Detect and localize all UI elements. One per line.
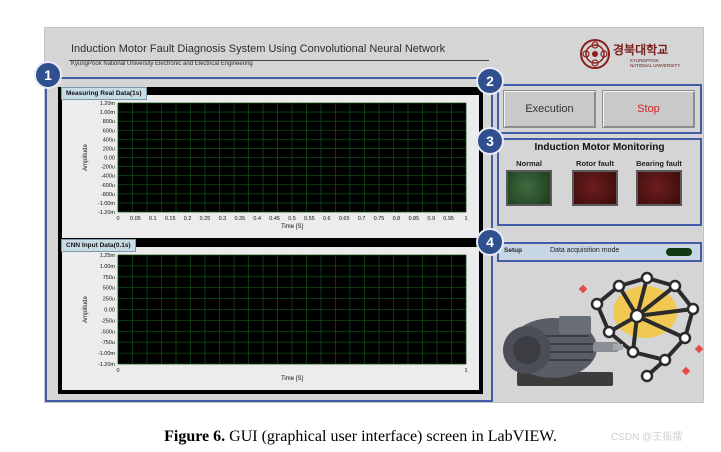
university-seal-icon [580,39,610,69]
measuring-y-tick: -200u [101,165,115,171]
measuring-y-tick: -1.00m [98,201,116,207]
bearing-fault-indicator-label: Bearing fault [636,159,682,168]
cnn-x-tick: 0 [116,368,119,374]
bearing-fault-indicator-led [636,170,682,206]
measuring-x-tick: 0.8 [393,216,401,222]
measuring-x-tick: 0.85 [408,216,419,222]
rotor-fault-indicator-led [572,170,618,206]
measuring-y-tick: 1.00m [100,110,116,116]
cnn-input-graph-plot: 1.25m 1.00m 750u 500u 250u 0.00 -250u -500u -750… [83,253,468,382]
normal-indicator-label: Normal [516,159,542,168]
cnn-y-axis-label: Amplitude [83,296,89,323]
measuring-x-tick: 0.45 [269,216,280,222]
stop-button[interactable]: Stop [602,90,695,128]
cnn-y-tick: -1.00m [98,351,116,357]
university-name-korean: 경북대학교 [613,43,669,57]
measuring-x-axis-label: Time [S] [281,224,303,230]
title-underline [69,60,489,61]
measuring-y-axis-label: Amplitude [83,144,89,171]
measuring-y-tick: 200u [103,146,115,152]
measuring-graph-label: Measuring Real Data(1s) [61,87,147,100]
monitoring-section-frame [497,138,702,226]
setup-bar: Setup Data acquisition mode [500,245,699,259]
measuring-x-tick: 0.9 [427,216,435,222]
measuring-x-tick: 0.5 [288,216,296,222]
motor-neural-network-illustration [503,271,704,386]
figure-caption: Figure 6. GUI (graphical user interface)… [0,428,721,446]
setup-label: Setup [504,247,523,254]
measuring-graph-plot: 1.20m 1.00m 800u 600u 400u 200u 0.00 -200u -400u… [83,101,468,230]
measuring-y-tick: 1.20m [100,101,116,107]
graph-container: 1.20m 1.00m 800u 600u 400u 200u 0.00 -200u -400u… [58,87,483,394]
section-3-badge: 3 [476,127,504,155]
data-acquisition-mode-toggle[interactable] [666,248,692,256]
measuring-x-tick: 0 [116,216,119,222]
cnn-x-tick: 1 [464,368,467,374]
measuring-y-tick: -600u [101,183,115,189]
cnn-y-tick: 1.00m [100,264,116,270]
university-name-english-1: KYUNGPOOK [630,58,660,63]
measuring-x-tick: 1 [464,216,467,222]
figure-number: Figure 6. [164,428,226,445]
measuring-x-tick: 0.55 [304,216,315,222]
measuring-y-tick: -1.20m [98,210,116,216]
measuring-x-tick: 0.2 [184,216,192,222]
cnn-input-graph-label: CNN Input Data(0.1s) [61,239,136,252]
control-section-frame [497,84,702,134]
measuring-x-tick: 0.95 [443,216,454,222]
measuring-x-tick: 0.3 [219,216,227,222]
measuring-graph[interactable]: 1.20m 1.00m 800u 600u 400u 200u 0.00 -200u -400u… [61,87,479,238]
monitoring-title: Induction Motor Monitoring [534,142,665,153]
measuring-y-tick: 400u [103,137,115,143]
measuring-x-tick: 0.75 [374,216,385,222]
cnn-y-tick: 0.00 [104,308,115,314]
execution-button[interactable]: Execution [503,90,596,128]
labview-front-panel: Induction Motor Fault Diagnosis System U… [44,27,704,403]
cnn-y-tick: 1.25m [100,253,116,259]
cnn-y-tick: -1.20m [98,362,116,368]
cnn-y-tick: 250u [103,297,115,303]
university-name-english-2: NATIONAL UNIVERSITY [630,63,681,68]
measuring-y-tick: -800u [101,192,115,198]
measuring-x-tick: 0.4 [253,216,261,222]
cnn-input-graph[interactable]: 1.25m 1.00m 750u 500u 250u 0.00 -250u -500u -750… [61,239,479,390]
measuring-x-tick: 0.7 [358,216,366,222]
measuring-y-tick: 600u [103,128,115,134]
rotor-fault-indicator-label: Rotor fault [576,159,614,168]
cnn-y-tick: -250u [101,318,115,324]
measuring-x-tick: 0.05 [130,216,141,222]
measuring-y-tick: 800u [103,119,115,125]
measuring-x-tick: 0.35 [234,216,245,222]
measuring-x-tick: 0.15 [165,216,176,222]
cnn-y-tick: -750u [101,340,115,346]
watermark: CSDN @王摇摆 [611,432,683,443]
measuring-y-tick: 0.00 [104,156,115,162]
app-subtitle: KyungPook National University Electronic… [71,61,253,67]
measuring-x-tick: 0.65 [339,216,350,222]
section-1-badge: 1 [34,61,62,89]
measuring-x-tick: 0.1 [149,216,157,222]
cnn-y-tick: 500u [103,286,115,292]
figure-caption-text: GUI (graphical user interface) screen in… [225,428,557,445]
data-acquisition-mode-label: Data acquisition mode [550,247,620,254]
section-4-badge: 4 [476,228,504,256]
cnn-x-axis-label: Time [S] [281,376,303,382]
measuring-x-tick: 0.25 [200,216,211,222]
section-2-badge: 2 [476,67,504,95]
cnn-y-tick: -500u [101,329,115,335]
normal-indicator-led [506,170,552,206]
panel-header: Induction Motor Fault Diagnosis System U… [65,36,695,74]
measuring-y-tick: -400u [101,174,115,180]
app-title: Induction Motor Fault Diagnosis System U… [71,43,446,55]
measuring-x-tick: 0.6 [323,216,331,222]
cnn-y-tick: 750u [103,275,115,281]
